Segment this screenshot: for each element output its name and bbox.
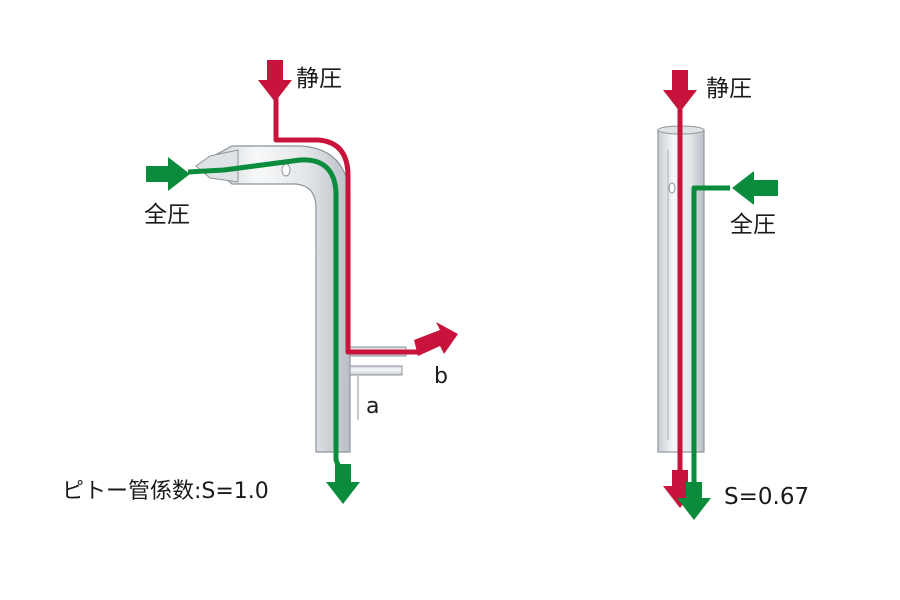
- left-static-hole: [281, 163, 291, 177]
- left-port-b-label: b: [434, 364, 448, 389]
- left-tube-nose: [195, 149, 239, 183]
- right-coefficient-label: S=0.67: [724, 484, 809, 510]
- left-port-a-tube: [349, 365, 403, 376]
- right-total-label: 全圧: [730, 212, 776, 238]
- left-static-label: 静圧: [296, 66, 342, 92]
- right-outlet-green-arrow: [677, 482, 711, 520]
- right-total-arrow: [732, 171, 778, 205]
- right-static-hole: [668, 182, 676, 194]
- left-total-path: [187, 157, 343, 471]
- left-port-b-arrow: [414, 322, 458, 356]
- right-static-arrow: [663, 70, 697, 112]
- left-total-arrow: [146, 157, 190, 191]
- left-outlet-arrow: [326, 464, 360, 504]
- right-static-label: 静圧: [706, 76, 752, 102]
- left-static-path: [273, 92, 418, 355]
- left-port-a-label: a: [366, 394, 379, 419]
- left-coefficient-label: ピトー管係数:S=1.0: [62, 479, 269, 504]
- left-static-arrow: [258, 60, 292, 102]
- right-total-path: [691, 185, 730, 486]
- left-tube-body: [204, 145, 351, 453]
- left-total-label: 全圧: [144, 202, 190, 228]
